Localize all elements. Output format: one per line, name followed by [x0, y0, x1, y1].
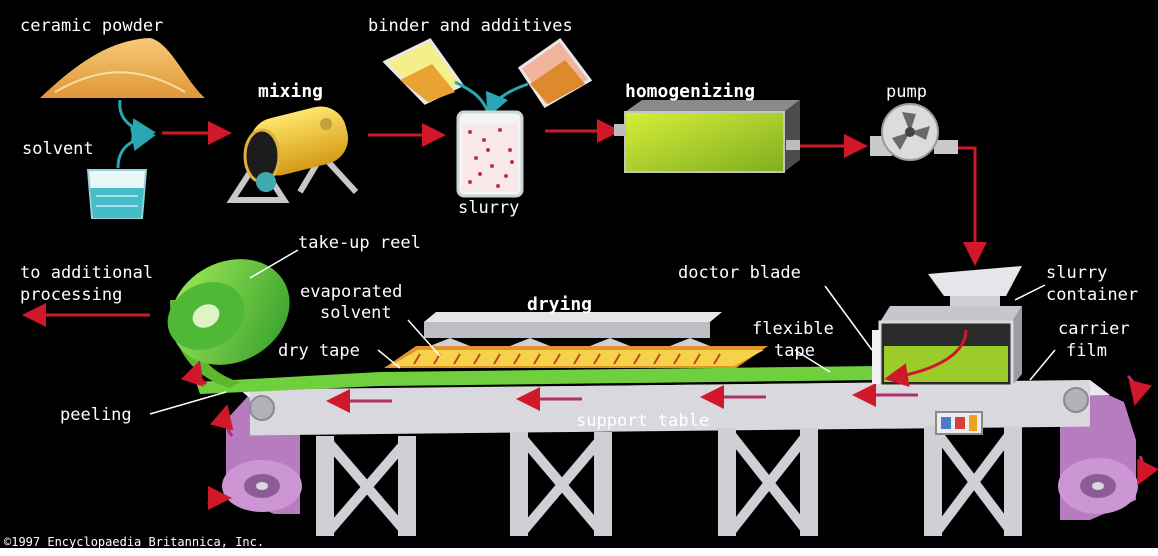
label-ceramic-powder: ceramic powder — [20, 16, 163, 36]
label-flexible-line2: tape — [774, 341, 815, 361]
label-doctor-blade: doctor blade — [678, 263, 801, 283]
label-slurry-container-line1: slurry — [1046, 263, 1107, 283]
label-carrier-line1: carrier — [1058, 319, 1130, 339]
label-mixing: mixing — [258, 81, 323, 102]
label-flexible-line1: flexible — [752, 319, 834, 339]
label-slurry-container-line2: container — [1046, 285, 1138, 305]
label-to-additional-line1: to additional — [20, 263, 153, 283]
label-carrier-line2: film — [1066, 341, 1107, 361]
label-to-additional-line2: processing — [20, 285, 122, 305]
label-peeling: peeling — [60, 405, 132, 425]
slurry-beaker — [458, 112, 522, 196]
label-evaporated-line2: solvent — [320, 303, 392, 323]
label-slurry: slurry — [458, 198, 519, 218]
label-binder-additives: binder and additives — [368, 16, 573, 36]
label-drying: drying — [527, 294, 592, 315]
label-support-table: support table — [576, 411, 709, 431]
label-dry-tape: dry tape — [278, 341, 360, 361]
homogenizer — [614, 100, 800, 172]
label-evaporated-line1: evaporated — [300, 282, 402, 302]
label-take-up-reel: take-up reel — [298, 233, 421, 253]
copyright-notice: ©1997 Encyclopaedia Britannica, Inc. — [4, 535, 264, 549]
label-homogenizing: homogenizing — [625, 81, 755, 102]
label-pump: pump — [886, 82, 927, 102]
solvent-beaker — [88, 170, 146, 218]
label-solvent: solvent — [22, 139, 94, 159]
